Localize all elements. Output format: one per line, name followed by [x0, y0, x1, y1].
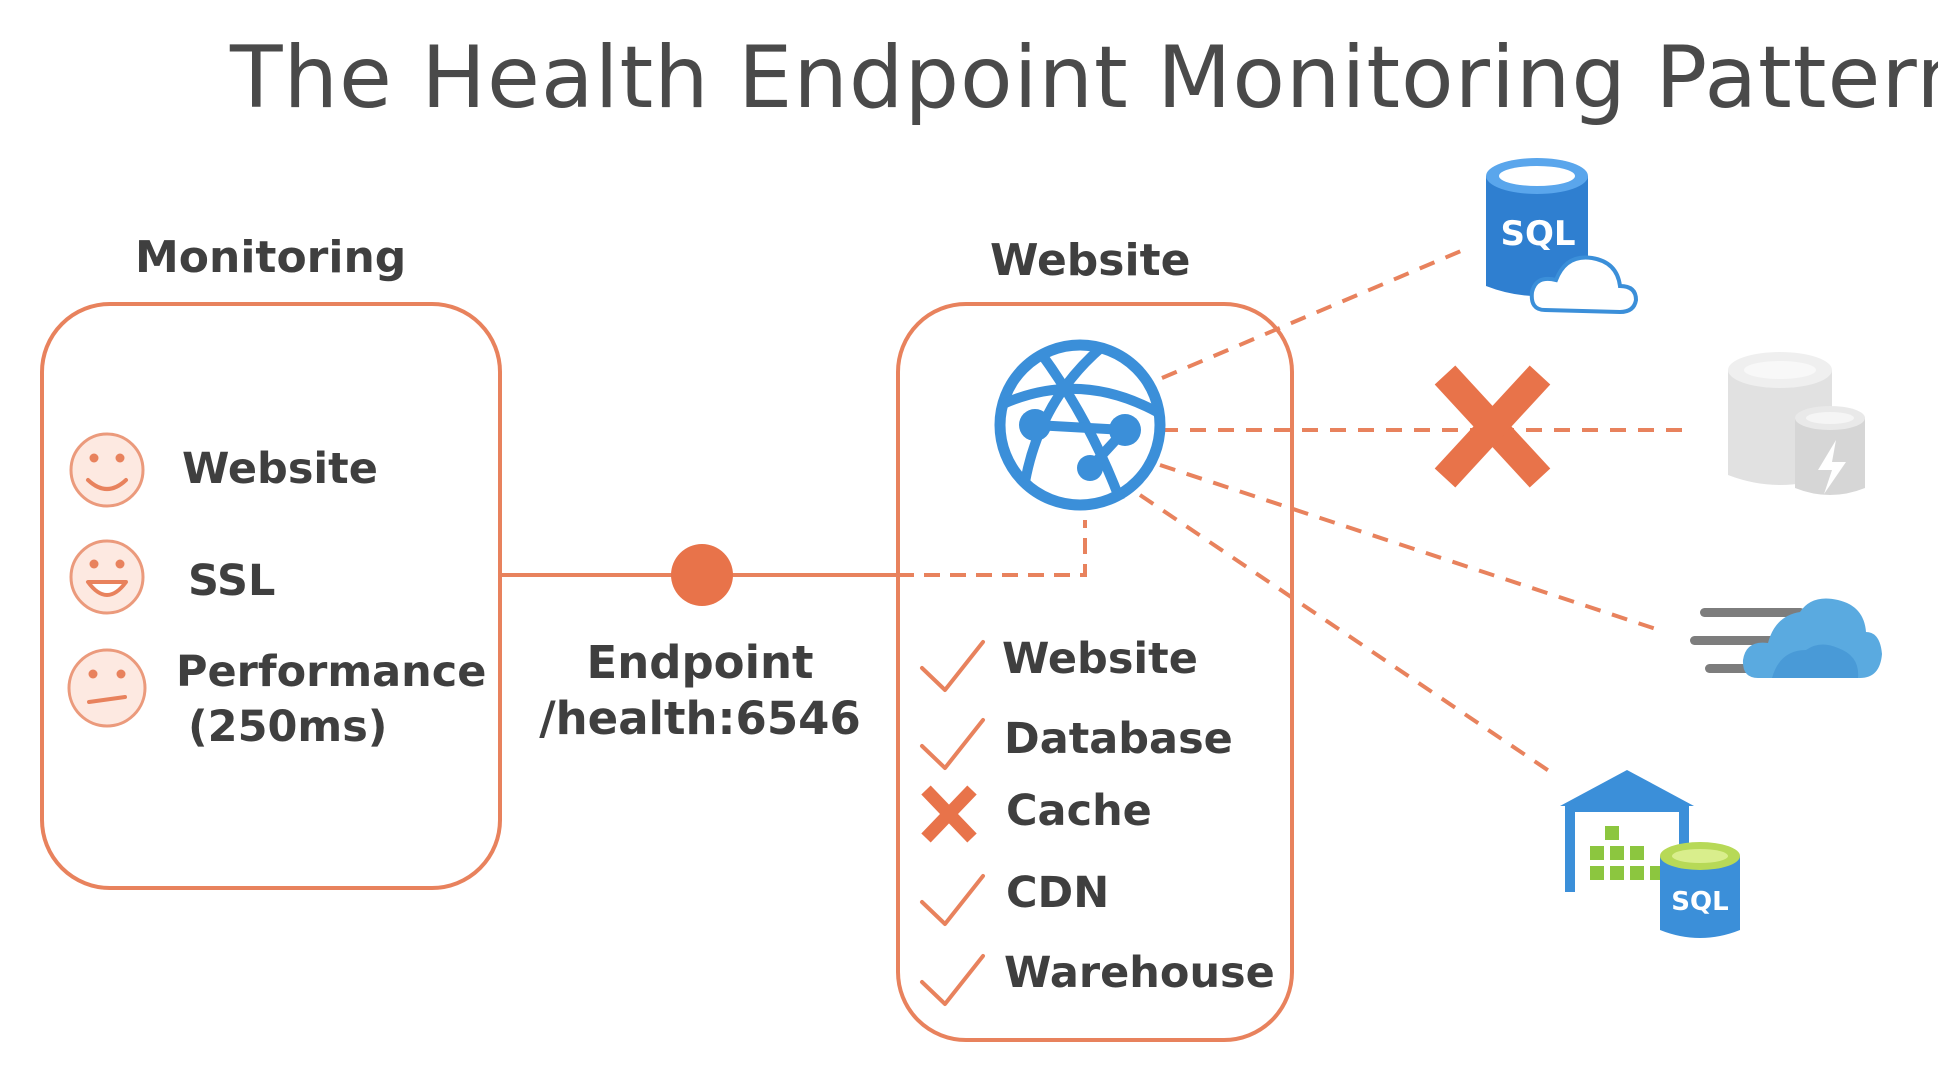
website-label: Website — [990, 235, 1191, 286]
endpoint-title: Endpoint — [586, 636, 814, 689]
link-sql-database — [1161, 246, 1469, 380]
endpoint-path: /health:6546 — [539, 692, 861, 745]
smile-icon — [69, 432, 145, 508]
sql-database-cloud-icon: SQL — [1486, 158, 1639, 315]
check-label-website: Website — [1002, 634, 1198, 684]
cdn-cloud-icon — [1690, 598, 1882, 678]
monitoring-item-performance-time: (250ms) — [188, 702, 388, 752]
endpoint-dashed-connector — [898, 520, 1087, 577]
page-title: The Health Endpoint Monitoring Pattern — [230, 28, 1938, 128]
check-icon-cdn — [920, 874, 985, 926]
link-cdn — [1159, 463, 1666, 634]
data-warehouse-icon: SQL — [1560, 770, 1740, 938]
monitoring-item-performance: Performance — [176, 647, 487, 697]
check-label-cache: Cache — [1006, 786, 1152, 836]
monitoring-item-website: Website — [182, 444, 378, 494]
grin-icon — [69, 539, 145, 615]
monitoring-item-ssl: SSL — [188, 556, 276, 606]
check-icon-warehouse — [920, 954, 985, 1006]
globe-network-icon — [994, 339, 1166, 511]
check-label-warehouse: Warehouse — [1004, 948, 1275, 998]
cache-fail-icon — [1434, 365, 1551, 488]
cache-fail-check-icon — [921, 785, 977, 843]
check-icon-website — [920, 640, 985, 692]
neutral-face-icon — [67, 648, 147, 728]
endpoint-label: Endpoint /health:6546 — [520, 635, 880, 747]
endpoint-dot — [671, 544, 733, 606]
check-label-cdn: CDN — [1006, 868, 1110, 918]
check-label-database: Database — [1004, 714, 1233, 764]
link-warehouse — [1138, 493, 1557, 777]
redis-cache-icon — [1728, 352, 1865, 495]
warehouse-sql-text: SQL — [1671, 887, 1728, 917]
sql-badge-text: SQL — [1500, 214, 1575, 254]
check-icon-database — [920, 718, 985, 770]
monitoring-box — [40, 302, 502, 890]
website-box — [896, 302, 1294, 1042]
monitoring-label: Monitoring — [135, 232, 407, 283]
